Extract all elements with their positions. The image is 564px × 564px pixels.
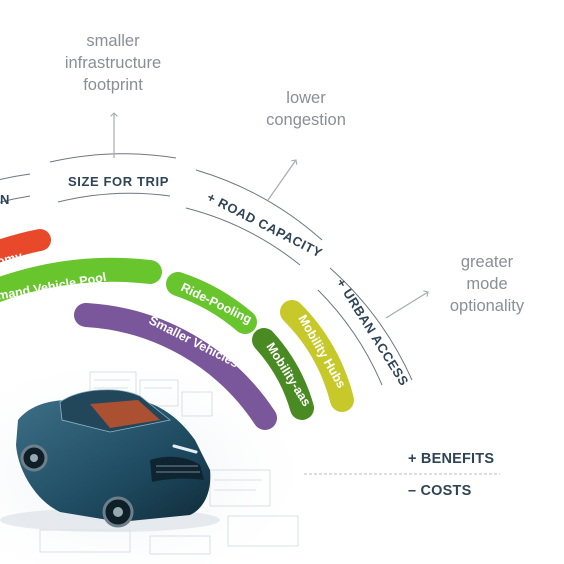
arrow-mode xyxy=(385,290,429,319)
legend-benefits: + BENEFITS xyxy=(408,451,495,467)
band-vehicle-pool xyxy=(0,257,162,303)
annotation-mode-line-3: optionality xyxy=(449,297,525,315)
annotation-infrastructure: smaller infrastructure footprint xyxy=(48,30,178,96)
band-mobility-aas xyxy=(252,328,314,420)
annotation-mode: greater mode optionality xyxy=(428,251,546,317)
arc-label-size-for-trip: SIZE FOR TRIP xyxy=(68,174,169,189)
annotation-mode-line-1: greater xyxy=(460,253,514,271)
band-label-ride-pooling: Ride-Pooling xyxy=(179,280,254,326)
annotation-infrastructure-line-3: footprint xyxy=(83,76,143,94)
band-red xyxy=(0,229,51,263)
arc-label-road-capacity: + ROAD CAPACITY xyxy=(205,189,325,260)
annotation-congestion-line-2: congestion xyxy=(266,111,346,129)
band-smaller-vehicles xyxy=(74,303,277,430)
arrow-congestion xyxy=(267,159,298,201)
band-ride-pooling xyxy=(166,272,257,334)
legend-costs: – COSTS xyxy=(408,483,472,499)
car-illustration xyxy=(0,389,220,532)
annotation-congestion: lower congestion xyxy=(246,87,366,131)
arc-label-left-cut: N xyxy=(0,192,10,207)
annotation-mode-line-2: mode xyxy=(466,275,508,293)
outer-arc-guides xyxy=(0,153,413,386)
mobility-bands xyxy=(0,229,354,430)
benefit-arrows xyxy=(110,112,429,319)
annotation-infrastructure-line-1: smaller xyxy=(86,32,140,50)
annotation-infrastructure-line-2: infrastructure xyxy=(64,54,162,72)
band-mobility-hubs xyxy=(280,300,354,412)
annotation-congestion-line-1: lower xyxy=(286,89,326,107)
band-label-red: omy xyxy=(0,249,24,269)
